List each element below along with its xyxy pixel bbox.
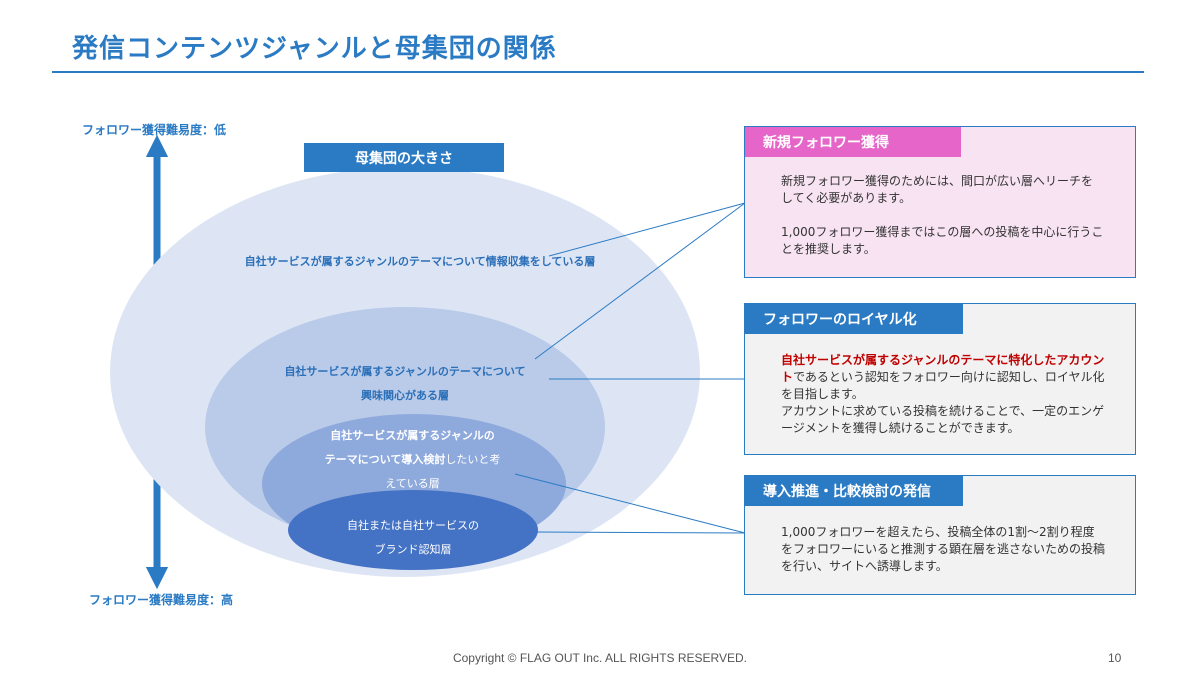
- panel-follower-loyalty: フォロワーのロイヤル化 自社サービスが属するジャンルのテーマに特化したアカウント…: [744, 303, 1136, 455]
- layer-2-line-1: 自社サービスが属するジャンルのテーマについて: [284, 365, 526, 378]
- copyright-footer: Copyright © FLAG OUT Inc. ALL RIGHTS RES…: [452, 651, 748, 665]
- population-size-badge: 母集団の大きさ: [304, 143, 504, 172]
- layer-3-line-2: テーマについて導入検討したいと考: [300, 448, 525, 472]
- layer-4-ellipse: [288, 490, 538, 570]
- layer-3-line-1: 自社サービスが属するジャンルの: [330, 429, 495, 442]
- layer-1-line: 自社サービスが属するジャンルのテーマについて情報収集をしている層: [244, 255, 596, 268]
- layer-3-line-3: えている層: [385, 477, 440, 490]
- connector-layer2-panel1: [534, 202, 746, 360]
- highlight-text: 自社サービスが属するジャンルのテーマに特化したアカウント: [781, 353, 1105, 384]
- panel-paragraph: 自社サービスが属するジャンルのテーマに特化したアカウントであるという認知をフォロ…: [781, 352, 1105, 403]
- page-number: 10: [1108, 651, 1122, 665]
- panel-new-followers: 新規フォロワー獲得 新規フォロワー獲得のためには、間口が広い層へリーチをしてく必…: [744, 126, 1136, 278]
- panel-paragraph: 1,000フォロワーを超えたら、投稿全体の1割〜2割り程度をフォロワーにいると推…: [781, 525, 1106, 573]
- layer-2-line-2: 興味関心がある層: [361, 389, 449, 402]
- axis-label-top: フォロワー獲得難易度：低: [82, 123, 227, 137]
- highlight-rest-text: であるという認知をフォロワー向けに認知し、ロイヤル化を目指します。: [781, 370, 1105, 401]
- layer-4-line-1: 自社または自社サービスの: [347, 519, 479, 532]
- panel-new-followers-header: 新規フォロワー獲得: [745, 127, 961, 157]
- panel-follower-loyalty-body: 自社サービスが属するジャンルのテーマに特化したアカウントであるという認知をフォロ…: [781, 352, 1105, 437]
- layer-4-line-2: ブランド認知層: [374, 543, 452, 556]
- axis-label-bottom: フォロワー獲得難易度：高: [89, 593, 234, 607]
- panel-paragraph: 1,000フォロワー獲得まではこの層への投稿を中心に行うことを推奨します。: [781, 225, 1104, 256]
- page-title: 発信コンテンツジャンルと母集団の関係: [72, 34, 557, 64]
- panel-promotion: 導入推進・比較検討の発信 1,000フォロワーを超えたら、投稿全体の1割〜2割り…: [744, 475, 1136, 595]
- layer-3-label: 自社サービスが属するジャンルの テーマについて導入検討したいと考 えている層: [300, 424, 525, 496]
- layer-2-label: 自社サービスが属するジャンルのテーマについて 興味関心がある層: [250, 360, 560, 408]
- panel-paragraph: 新規フォロワー獲得のためには、間口が広い層へリーチをしてく必要があります。: [781, 174, 1094, 205]
- panel-promotion-body: 1,000フォロワーを超えたら、投稿全体の1割〜2割り程度をフォロワーにいると推…: [781, 524, 1105, 575]
- layer-1-label: 自社サービスが属するジャンルのテーマについて情報収集をしている層: [170, 250, 670, 274]
- panel-new-followers-body: 新規フォロワー獲得のためには、間口が広い層へリーチをしてく必要があります。 1,…: [781, 173, 1105, 258]
- connector-layer1-panel1: [548, 202, 746, 257]
- layer-3-bold-text: テーマについて導入検討: [324, 453, 446, 466]
- title-underline: [52, 71, 1144, 73]
- panel-promotion-header: 導入推進・比較検討の発信: [745, 476, 963, 506]
- layer-3-normal-text: したいと考: [445, 453, 501, 466]
- layer-4-label: 自社または自社サービスの ブランド認知層: [318, 514, 508, 562]
- connector-layer4-panel3: [534, 531, 746, 534]
- connector-layer3-panel3: [514, 473, 746, 534]
- panel-paragraph: アカウントに求めている投稿を続けることで、一定のエンゲージメントを獲得し続けるこ…: [781, 404, 1105, 435]
- panel-follower-loyalty-header: フォロワーのロイヤル化: [745, 304, 963, 334]
